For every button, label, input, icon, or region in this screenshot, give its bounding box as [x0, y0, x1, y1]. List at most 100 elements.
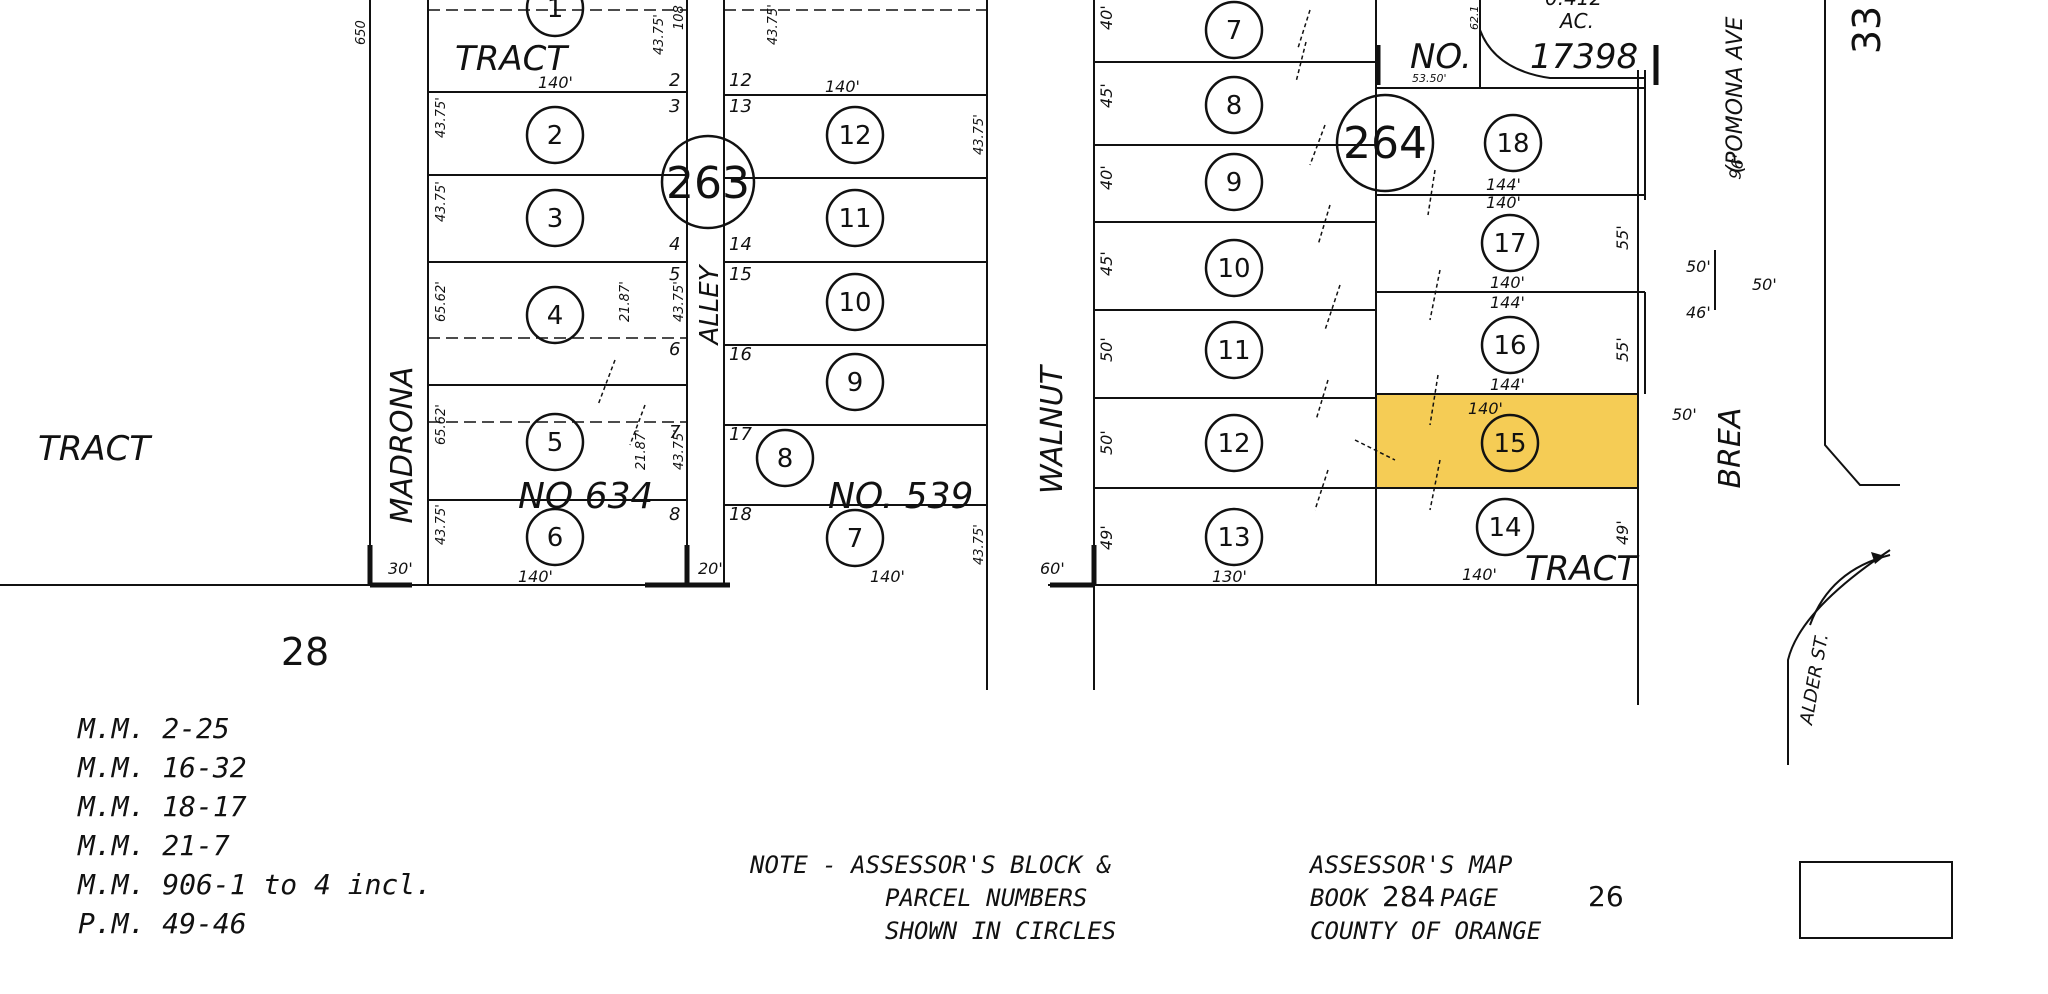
svg-text:43.75': 43.75': [672, 281, 687, 322]
parcel-number: 18: [1496, 129, 1529, 159]
svg-text:43.75': 43.75': [434, 181, 449, 222]
svg-text:140': 140': [1486, 193, 1521, 212]
parcel-circle[interactable]: 9: [825, 352, 885, 412]
tract-no-539: NO. 539: [828, 476, 973, 517]
parcel-number: 4: [547, 301, 564, 331]
note-line-3: SHOWN IN CIRCLES: [885, 917, 1116, 945]
parcel-circle[interactable]: 6: [525, 507, 585, 567]
svg-text:60': 60': [1040, 559, 1065, 578]
parcel-number: 3: [547, 204, 564, 234]
arrow-icon: [1871, 552, 1885, 564]
highlighted-parcel-15[interactable]: [1375, 393, 1639, 489]
parcel-number: 5: [547, 428, 564, 458]
block-263[interactable]: 263: [660, 134, 756, 230]
reference-item: M.M. 16-32: [77, 751, 247, 784]
left-block-dashed: [428, 9, 987, 423]
svg-text:43.75': 43.75': [434, 504, 449, 545]
right-block-lots: [1376, 0, 1646, 489]
parcel-circle[interactable]: 12: [825, 105, 885, 165]
parcel-number: 12: [838, 121, 871, 151]
parcel-circle[interactable]: 15: [1480, 413, 1540, 473]
parcel-circle[interactable]: 16: [1480, 315, 1540, 375]
parcel-circle[interactable]: 2: [525, 105, 585, 165]
parcel-circle[interactable]: 5: [525, 412, 585, 472]
svg-text:50': 50': [1686, 257, 1711, 276]
svg-text:263: 263: [666, 158, 750, 209]
parcel-number: 7: [847, 524, 864, 554]
svg-text:140': 140': [518, 567, 553, 586]
parcel-number: 1: [547, 0, 564, 24]
svg-text:55': 55': [1613, 225, 1632, 250]
parcel-number: 17: [1493, 229, 1526, 259]
parcel-circle[interactable]: 1: [525, 0, 585, 38]
arrow-icon: [597, 359, 616, 406]
lot-number: 15: [729, 264, 752, 285]
parcel-circle[interactable]: 8: [1204, 75, 1264, 135]
svg-text:43.75': 43.75': [672, 429, 687, 470]
lot-number: 2: [669, 70, 680, 91]
svg-text:96': 96': [1725, 153, 1748, 181]
tract-no-634: NO 634: [518, 476, 653, 517]
lot-number: 6: [669, 339, 680, 360]
street-pomona: (POMONA AVE: [1723, 16, 1748, 173]
parcel-number: 16: [1493, 331, 1526, 361]
acreage-unit: AC.: [1558, 9, 1594, 33]
parcel-circle[interactable]: 17: [1480, 213, 1540, 273]
street-lines: [0, 0, 1646, 705]
svg-text:20': 20': [698, 559, 723, 578]
lot-number: 14: [729, 234, 752, 255]
parcel-circle[interactable]: 13: [1204, 507, 1264, 567]
parcel-circle[interactable]: 10: [1204, 238, 1264, 298]
parcel-circle[interactable]: 18: [1483, 113, 1543, 173]
svg-text:50': 50': [1752, 275, 1777, 294]
parcel-circle[interactable]: 11: [825, 188, 885, 248]
parcel-circle[interactable]: 10: [825, 272, 885, 332]
parcel-circle[interactable]: 8: [755, 428, 815, 488]
parcel-circle[interactable]: 12: [1204, 413, 1264, 473]
parcel-number: 10: [1217, 254, 1250, 284]
svg-text:140': 140': [1462, 565, 1497, 584]
reference-item: M.M. 2-25: [77, 712, 230, 745]
county-name: COUNTY OF ORANGE: [1310, 917, 1542, 945]
lot-number: 16: [729, 344, 752, 365]
block-33-label: 33: [1845, 6, 1889, 54]
parcel-arrows: [597, 9, 1441, 511]
parcel-number: 13: [1217, 523, 1250, 553]
svg-text:140': 140': [538, 73, 573, 92]
parcel-number: 11: [1217, 336, 1250, 366]
parcel-number: 9: [847, 368, 864, 398]
parcel-circle[interactable]: 7: [825, 508, 885, 568]
block-264[interactable]: 264: [1335, 93, 1435, 193]
svg-text:264: 264: [1343, 118, 1427, 169]
svg-text:21.87': 21.87': [634, 429, 649, 470]
left-block-lots: [428, 91, 687, 501]
parcel-number: 8: [1226, 91, 1243, 121]
parcel-circle[interactable]: 7: [1204, 0, 1264, 60]
legend-box: [1799, 861, 1953, 939]
parcel-circle[interactable]: 9: [1204, 152, 1264, 212]
parcel-circle[interactable]: 4: [525, 285, 585, 345]
arrow-icon: [1317, 204, 1331, 246]
arrow-icon: [1429, 459, 1441, 511]
tract-boundary-marks: [367, 45, 1659, 588]
svg-text:50': 50': [1097, 337, 1116, 362]
acreage-value: 0.412: [1545, 0, 1602, 10]
note-block: NOTE - ASSESSOR'S BLOCK & PARCEL NUMBERS…: [749, 851, 1116, 945]
parcel-number: 15: [1493, 429, 1526, 459]
svg-text:144': 144': [1490, 375, 1525, 394]
svg-text:45': 45': [1097, 83, 1116, 108]
arrow-icon: [1324, 284, 1341, 331]
parcel-number: 8: [777, 444, 794, 474]
arrow-icon: [1314, 469, 1329, 511]
parcel-number: 2: [547, 121, 564, 151]
street-walnut: WALNUT: [1035, 363, 1070, 494]
tract-label-left: TRACT: [38, 429, 152, 469]
parcel-circle[interactable]: 11: [1204, 320, 1264, 380]
street-alder: ALDER ST.: [1796, 632, 1833, 727]
svg-text:144': 144': [1486, 175, 1521, 194]
parcel-circle[interactable]: 3: [525, 188, 585, 248]
lot-number: 17: [729, 424, 752, 445]
parcel-circle[interactable]: 14: [1475, 497, 1535, 557]
svg-text:130': 130': [1212, 567, 1247, 586]
assessor-title: ASSESSOR'S MAP: [1308, 851, 1513, 879]
